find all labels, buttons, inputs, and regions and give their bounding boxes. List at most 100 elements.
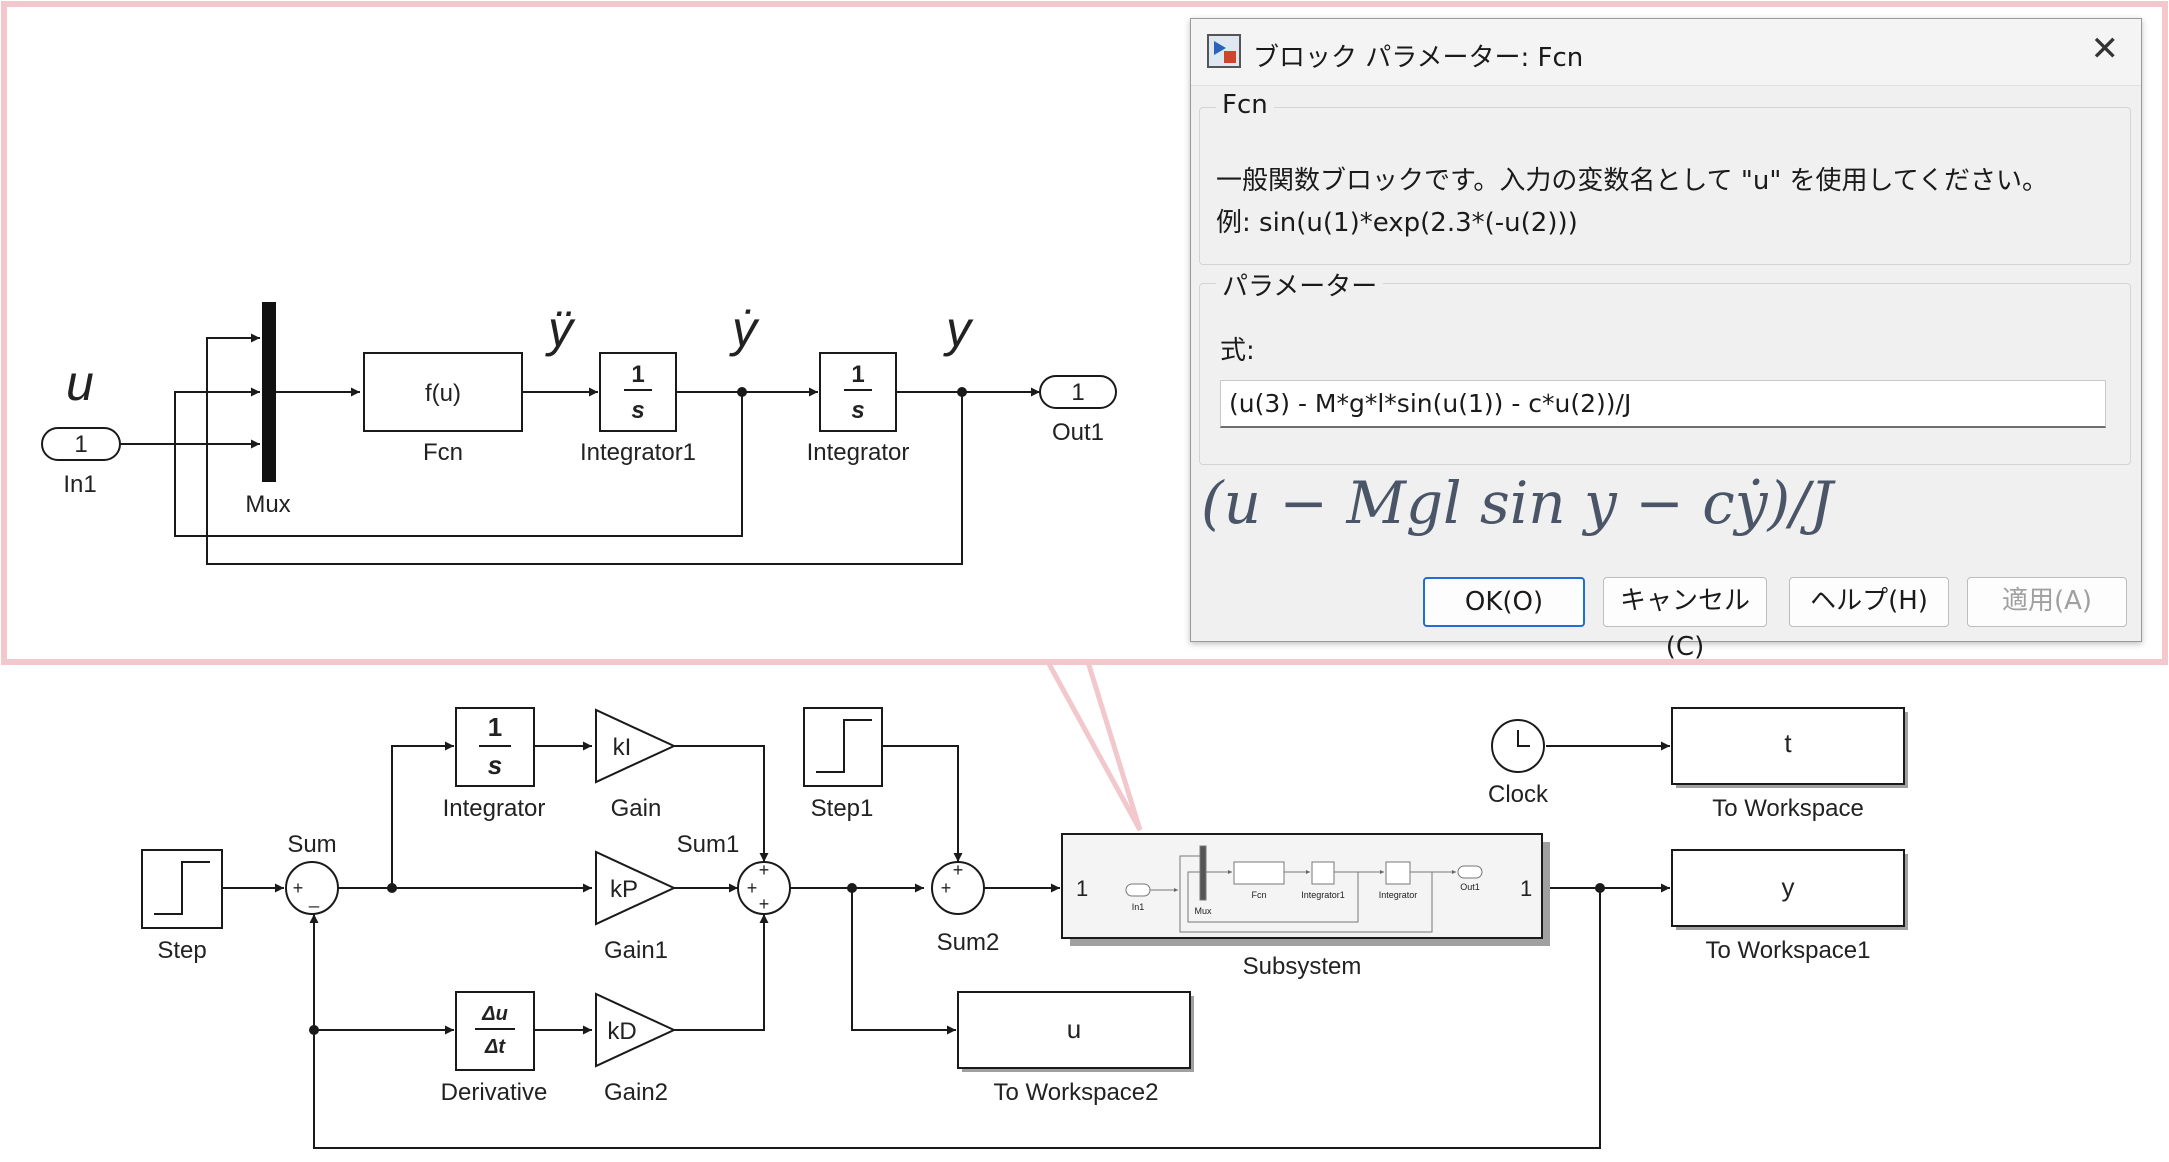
branch-point bbox=[957, 387, 967, 397]
step-icon bbox=[816, 719, 872, 773]
integrator1-denominator: s bbox=[631, 397, 644, 424]
fcn-block[interactable] bbox=[363, 352, 523, 432]
inport-in1[interactable] bbox=[41, 427, 121, 461]
gain-block[interactable] bbox=[595, 708, 677, 784]
sum2-sign: + bbox=[953, 860, 964, 880]
dialog-title: ブロック パラメーター: Fcn bbox=[1253, 43, 1584, 73]
expression-label: 式: bbox=[1220, 336, 1255, 366]
wire-step1-sum2 bbox=[882, 745, 963, 862]
derivative-block[interactable] bbox=[455, 991, 535, 1071]
subsystem-thumbnail bbox=[1125, 845, 1483, 933]
cancel-button[interactable]: キャンセル(C) bbox=[1603, 577, 1767, 662]
fcn-expression: f(u) bbox=[425, 380, 461, 407]
ok-button[interactable]: OK(O) bbox=[1423, 577, 1585, 627]
block-label-in1: In1 bbox=[63, 471, 96, 498]
gain-value: kI bbox=[613, 734, 632, 761]
to-workspace-block[interactable] bbox=[1671, 707, 1905, 785]
to-workspace1-variable: y bbox=[1782, 872, 1795, 902]
derivative-denominator: Δt bbox=[484, 1036, 506, 1058]
subsystem-in-port: 1 bbox=[1076, 876, 1088, 901]
block-label-to-workspace2: To Workspace2 bbox=[994, 1079, 1159, 1106]
block-label-step: Step bbox=[157, 937, 206, 964]
subsystem-block[interactable]: In1 Mux Fcn Integrator1 Integrator Out1 … bbox=[1061, 833, 1550, 946]
derivative-numerator: Δu bbox=[481, 1003, 508, 1025]
thumb-label: In1 bbox=[1132, 902, 1145, 912]
sum1-sign: + bbox=[747, 878, 758, 898]
integrator1-block[interactable] bbox=[599, 352, 677, 432]
block-label-subsystem: Subsystem bbox=[1243, 953, 1362, 980]
block-label-sum1: Sum1 bbox=[677, 831, 740, 858]
outport-number: 1 bbox=[1071, 379, 1084, 406]
gain2-block[interactable] bbox=[595, 992, 677, 1068]
block-label-to-workspace: To Workspace bbox=[1712, 795, 1864, 822]
apply-button[interactable]: 適用(A) bbox=[1967, 577, 2127, 627]
thumb-label: Out1 bbox=[1460, 882, 1480, 892]
parameters-group: パラメーター 式: bbox=[1199, 266, 2131, 465]
sum-block[interactable] bbox=[285, 861, 339, 915]
gain1-block[interactable] bbox=[595, 850, 677, 926]
close-icon[interactable]: ✕ bbox=[2090, 29, 2120, 69]
simulink-app-icon bbox=[1207, 34, 1241, 68]
integrator-denominator: s bbox=[488, 750, 502, 780]
wire-gain2-sum1 bbox=[674, 914, 769, 1031]
to-workspace2-variable: u bbox=[1067, 1014, 1081, 1044]
math-expression-annotation: (u − Mgl sin y − cẏ)/J bbox=[1201, 469, 1833, 537]
thumb-label: Integrator bbox=[1379, 890, 1418, 900]
step-icon bbox=[154, 861, 210, 915]
block-label-sum2: Sum2 bbox=[937, 929, 1000, 956]
wire-sum-integrator bbox=[391, 741, 454, 888]
branch-point bbox=[309, 1025, 319, 1035]
integrator-denominator: s bbox=[851, 397, 864, 424]
thumb-label: Integrator1 bbox=[1301, 890, 1345, 900]
block-label-gain1: Gain1 bbox=[604, 937, 668, 964]
gain1-value: kP bbox=[610, 876, 638, 903]
block-type-label: Fcn bbox=[1216, 90, 1274, 120]
sum1-block[interactable] bbox=[737, 861, 791, 915]
signal-label-yddot: ÿ bbox=[545, 301, 576, 357]
block-label-gain2: Gain2 bbox=[604, 1079, 668, 1106]
wire-gain-sum1 bbox=[674, 745, 769, 862]
thumb-label: Fcn bbox=[1251, 890, 1266, 900]
help-button[interactable]: ヘルプ(H) bbox=[1789, 577, 1949, 627]
wire-feedback-y bbox=[206, 333, 963, 565]
integrator-numerator: 1 bbox=[488, 712, 502, 742]
sum2-sign: + bbox=[941, 878, 952, 898]
wire-feedback-ydot bbox=[174, 387, 743, 537]
subsystem-out-port: 1 bbox=[1520, 876, 1532, 901]
block-label-clock: Clock bbox=[1488, 781, 1549, 808]
signal-label-ydot: ẏ bbox=[729, 301, 760, 357]
mux-block[interactable] bbox=[262, 302, 276, 482]
sum1-sign: + bbox=[759, 860, 770, 880]
block-label-gain: Gain bbox=[611, 795, 662, 822]
to-workspace1-block[interactable] bbox=[1671, 849, 1905, 927]
branch-point bbox=[387, 883, 397, 893]
sum2-block[interactable] bbox=[931, 861, 985, 915]
expression-input[interactable] bbox=[1220, 380, 2106, 428]
signal-label-u: u bbox=[66, 355, 94, 411]
subsystem-view: u ÿ ẏ y 1 In1 Mux f(u) Fcn 1 s Integrato… bbox=[41, 301, 1117, 565]
gain2-value: kD bbox=[607, 1018, 636, 1045]
dialog-titlebar[interactable]: ブロック パラメーター: Fcn ✕ bbox=[1191, 19, 2141, 86]
sum-sign: _ bbox=[308, 888, 320, 909]
block-label-integrator1: Integrator1 bbox=[580, 439, 696, 466]
inport-number: 1 bbox=[74, 431, 87, 458]
block-label-fcn: Fcn bbox=[423, 439, 463, 466]
wire-sum1-toworkspace2 bbox=[851, 888, 956, 1035]
block-label-out1: Out1 bbox=[1052, 419, 1104, 446]
block-label-sum: Sum bbox=[287, 831, 336, 858]
branch-point bbox=[737, 387, 747, 397]
integrator1-numerator: 1 bbox=[631, 361, 644, 388]
thumb-label: Mux bbox=[1194, 906, 1212, 916]
parameters-group-label: パラメーター bbox=[1216, 266, 1384, 303]
integrator-block[interactable] bbox=[819, 352, 897, 432]
description-example: 例: sin(u(1)*exp(2.3*(-u(2))) bbox=[1216, 208, 1578, 238]
to-workspace-variable: t bbox=[1784, 728, 1792, 758]
to-workspace2-block[interactable] bbox=[957, 991, 1191, 1069]
outport-out1[interactable] bbox=[1039, 375, 1117, 409]
main-model: Step + _ Sum 1 s Integrator kI Gain kP G… bbox=[141, 707, 1908, 1149]
sum-sign: + bbox=[293, 878, 304, 898]
block-description-group: Fcn 一般関数ブロックです。入力の変数名として "u" を使用してください。 … bbox=[1199, 90, 2131, 265]
block-label-step1: Step1 bbox=[811, 795, 874, 822]
description-text: 一般関数ブロックです。入力の変数名として "u" を使用してください。 bbox=[1216, 166, 2048, 196]
integrator-numerator: 1 bbox=[851, 361, 864, 388]
